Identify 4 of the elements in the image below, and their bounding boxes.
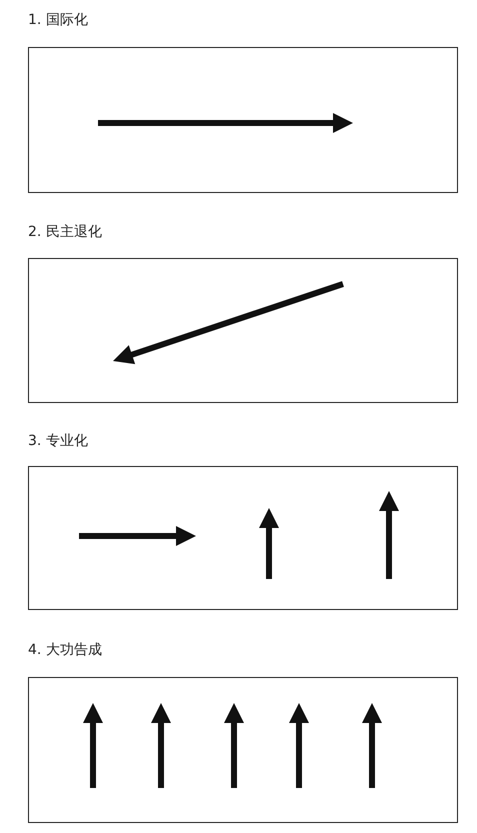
panel-heading: 1. 国际化 <box>28 11 88 29</box>
panel-heading: 4. 大功告成 <box>28 641 102 659</box>
panel-heading: 3. 专业化 <box>28 432 88 450</box>
panel-heading: 2. 民主退化 <box>28 223 102 241</box>
